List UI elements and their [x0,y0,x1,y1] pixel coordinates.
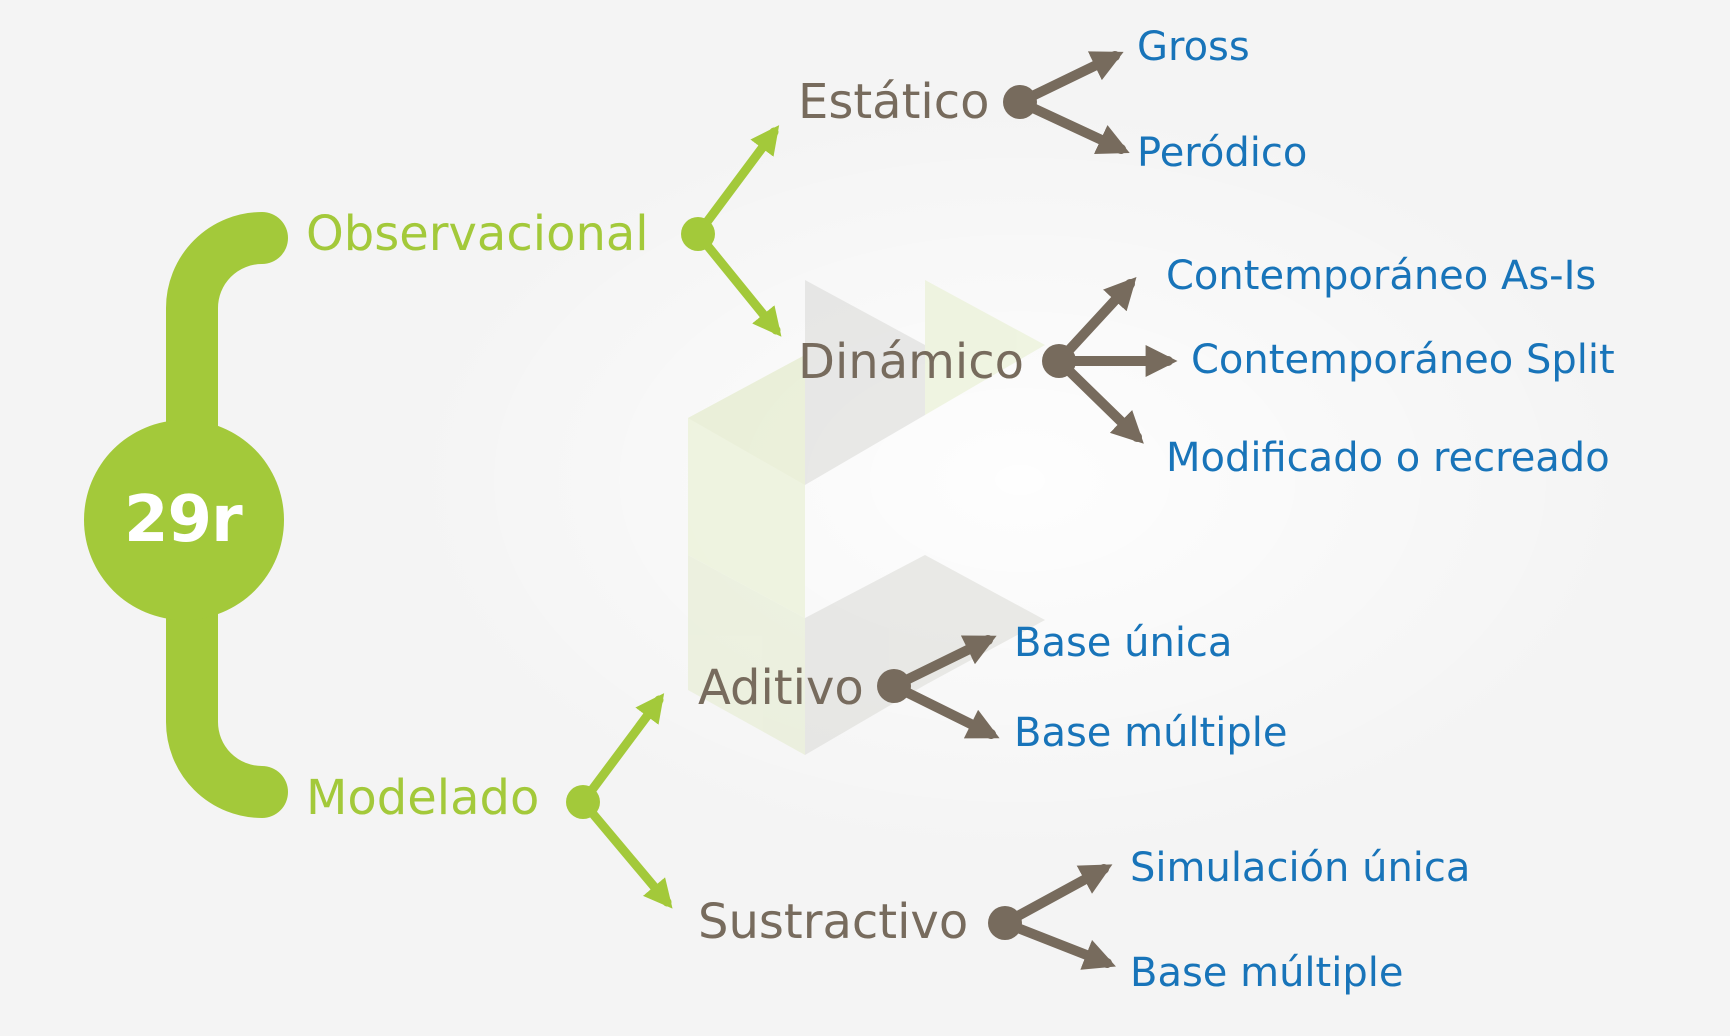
arrow-observacional-estatico [693,125,780,239]
connectors-level2 [889,51,1178,970]
category-modelado: Modelado [306,770,540,826]
arrow-estatico-gross [1015,51,1124,107]
type-sustractivo: Sustractivo [698,894,969,950]
arrow-observacional-dinamico [693,229,782,337]
root-label: 29r [124,483,243,557]
junction-sustractivo [988,906,1022,940]
arrow-dinamico-asis [1054,276,1137,366]
arrow-sustractivo-simulacion [1000,864,1113,928]
leaf-modificado: Modificado o recreado [1166,435,1610,481]
root-node [84,420,284,620]
type-estatico: Estático [798,74,990,130]
leaf-base-multiple-sustractivo: Base múltiple [1130,950,1404,996]
arrow-modelado-sustractivo [578,797,673,909]
leaf-gross: Gross [1137,24,1250,70]
leaf-base-unica: Base única [1014,620,1233,666]
type-dinamico: Dinámico [798,334,1024,390]
junction-modelado [566,785,600,819]
junction-aditivo [877,669,911,703]
connectors-level1 [578,125,782,909]
arrow-modelado-aditivo [578,693,665,807]
junction-observacional [681,217,715,251]
leaf-contemporaneo-asis: Contemporáneo As-Is [1166,253,1597,299]
junction-dinamico [1042,344,1076,378]
arrow-sustractivo-multiple [1000,918,1116,970]
leaf-base-multiple-aditivo: Base múltiple [1014,710,1288,756]
arrow-aditivo-multiple [889,681,1000,739]
leaf-contemporaneo-split: Contemporáneo Split [1191,337,1615,383]
type-aditivo: Aditivo [698,660,864,716]
arrow-aditivo-unica [889,635,997,691]
arrow-estatico-periodico [1015,97,1130,155]
category-observacional: Observacional [306,206,649,262]
leaf-simulacion-unica: Simulación única [1130,845,1471,891]
watermark-logo [688,280,1045,755]
leaf-periodico: Peródico [1137,130,1308,176]
arrow-dinamico-modificado [1054,356,1144,444]
junction-estatico [1003,85,1037,119]
